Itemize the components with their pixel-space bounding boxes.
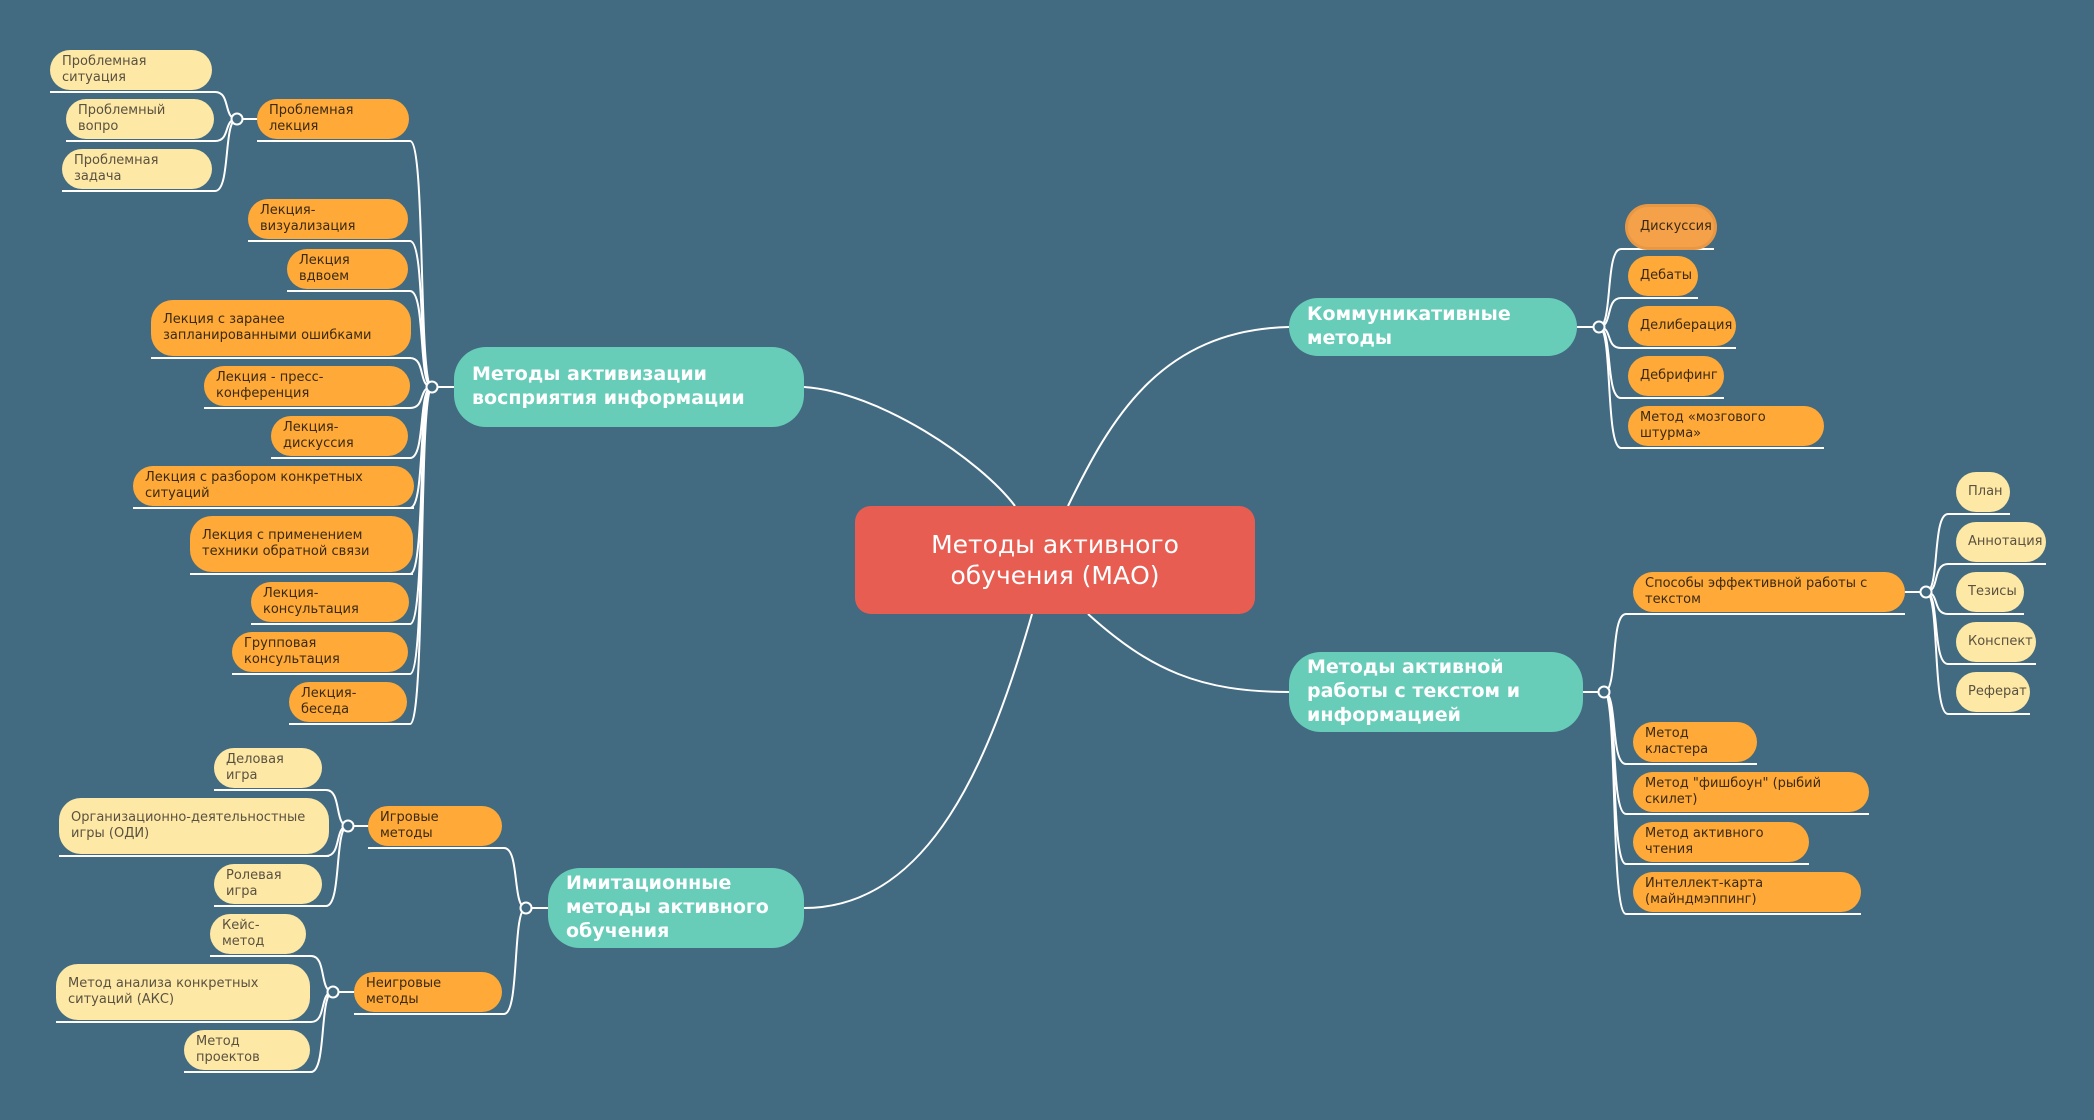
connector-perception — [803, 386, 1016, 507]
branch-perception-methods[interactable]: Методы активизации восприятия информации — [454, 347, 804, 427]
topic-group-consultation[interactable]: Групповая консультация — [232, 632, 408, 672]
nongame-hub — [326, 985, 340, 999]
topic-odi-games[interactable]: Организационно-деятельностные игры (ОДИ) — [59, 798, 329, 854]
topic-business-game[interactable]: Деловая игра — [214, 748, 322, 788]
text-link-4 — [1603, 691, 1861, 915]
branch-imitation-methods[interactable]: Имитационные методы активного обучения — [548, 868, 804, 948]
topic-problem-question[interactable]: Проблемный вопро — [66, 99, 214, 139]
topic-effective-text-work[interactable]: Способы эффективной работы с текстом — [1633, 572, 1905, 612]
topic-debriefing[interactable]: Дебрифинг — [1628, 356, 1724, 396]
topic-debates[interactable]: Дебаты — [1628, 256, 1698, 296]
topic-deliberation[interactable]: Делиберация — [1628, 306, 1736, 346]
text-hub — [1597, 685, 1611, 699]
imitation-link-1 — [354, 907, 527, 1015]
topic-summary[interactable]: Конспект — [1956, 622, 2036, 662]
perception-hub — [425, 380, 439, 394]
effective-link-4 — [1925, 591, 2030, 715]
topic-brainstorming[interactable]: Метод «мозгового штурма» — [1628, 406, 1824, 446]
topic-game-methods[interactable]: Игровые методы — [368, 806, 502, 846]
communicative-link-4 — [1598, 326, 1824, 449]
perception-link-0 — [257, 140, 433, 388]
topic-problem-situation[interactable]: Проблемная ситуация — [50, 50, 212, 90]
effective-hub — [1919, 585, 1933, 599]
topic-essay[interactable]: Реферат — [1956, 672, 2030, 712]
perception-link-10 — [289, 386, 433, 725]
topic-situation-analysis[interactable]: Метод анализа конкретных ситуаций (АКС) — [56, 964, 310, 1020]
topic-lecture-press-conference[interactable]: Лекция - пресс-конференция — [204, 366, 410, 406]
communicative-hub — [1592, 320, 1606, 334]
connector-communicative — [1067, 326, 1290, 507]
imitation-link-0 — [368, 847, 527, 909]
topic-lecture-planned-errors[interactable]: Лекция с заранее запланированными ошибка… — [151, 300, 411, 356]
topic-problem-task[interactable]: Проблемная задача — [62, 149, 212, 189]
branch-communicative-methods[interactable]: Коммуникативные методы — [1289, 298, 1577, 356]
topic-annotation[interactable]: Аннотация — [1956, 522, 2046, 562]
branch-text-methods[interactable]: Методы активной работы с текстом и инфор… — [1289, 652, 1583, 732]
central-topic[interactable]: Методы активного обучения (МАО) — [855, 506, 1255, 614]
topic-lecture-case-analysis[interactable]: Лекция с разбором конкретных ситуаций — [133, 466, 414, 506]
connector-imitation — [803, 613, 1033, 909]
topic-plan[interactable]: План — [1956, 472, 2010, 512]
topic-theses[interactable]: Тезисы — [1956, 572, 2024, 612]
topic-lecture-visualization[interactable]: Лекция-визуализация — [248, 199, 408, 239]
imitation-hub — [519, 901, 533, 915]
topic-mind-map[interactable]: Интеллект-карта (майндмэппинг) — [1633, 872, 1861, 912]
connector-text — [1087, 613, 1290, 693]
topic-lecture-duo[interactable]: Лекция вдвоем — [287, 249, 408, 289]
topic-lecture-discussion[interactable]: Лекция-дискуссия — [271, 416, 408, 456]
topic-fishbone-method[interactable]: Метод "фишбоун" (рыбий скилет) — [1633, 772, 1869, 812]
text-link-0 — [1603, 613, 1905, 693]
topic-problem-lecture[interactable]: Проблемная лекция — [257, 99, 409, 139]
topic-cluster-method[interactable]: Метод кластера — [1633, 722, 1757, 762]
topic-case-method[interactable]: Кейс-метод — [210, 914, 306, 954]
topic-active-reading[interactable]: Метод активного чтения — [1633, 822, 1809, 862]
topic-lecture-conversation[interactable]: Лекция-беседа — [289, 682, 407, 722]
topic-lecture-feedback[interactable]: Лекция с применением техники обратной св… — [190, 516, 413, 572]
problem-lecture-hub — [230, 112, 244, 126]
perception-link-2 — [287, 290, 433, 388]
topic-nongame-methods[interactable]: Неигровые методы — [354, 972, 502, 1012]
game-hub — [341, 819, 355, 833]
topic-project-method[interactable]: Метод проектов — [184, 1030, 310, 1070]
topic-discussion[interactable]: Дискуссия — [1628, 207, 1714, 247]
topic-lecture-consultation[interactable]: Лекция-консультация — [251, 582, 409, 622]
topic-role-play[interactable]: Ролевая игра — [214, 864, 322, 904]
